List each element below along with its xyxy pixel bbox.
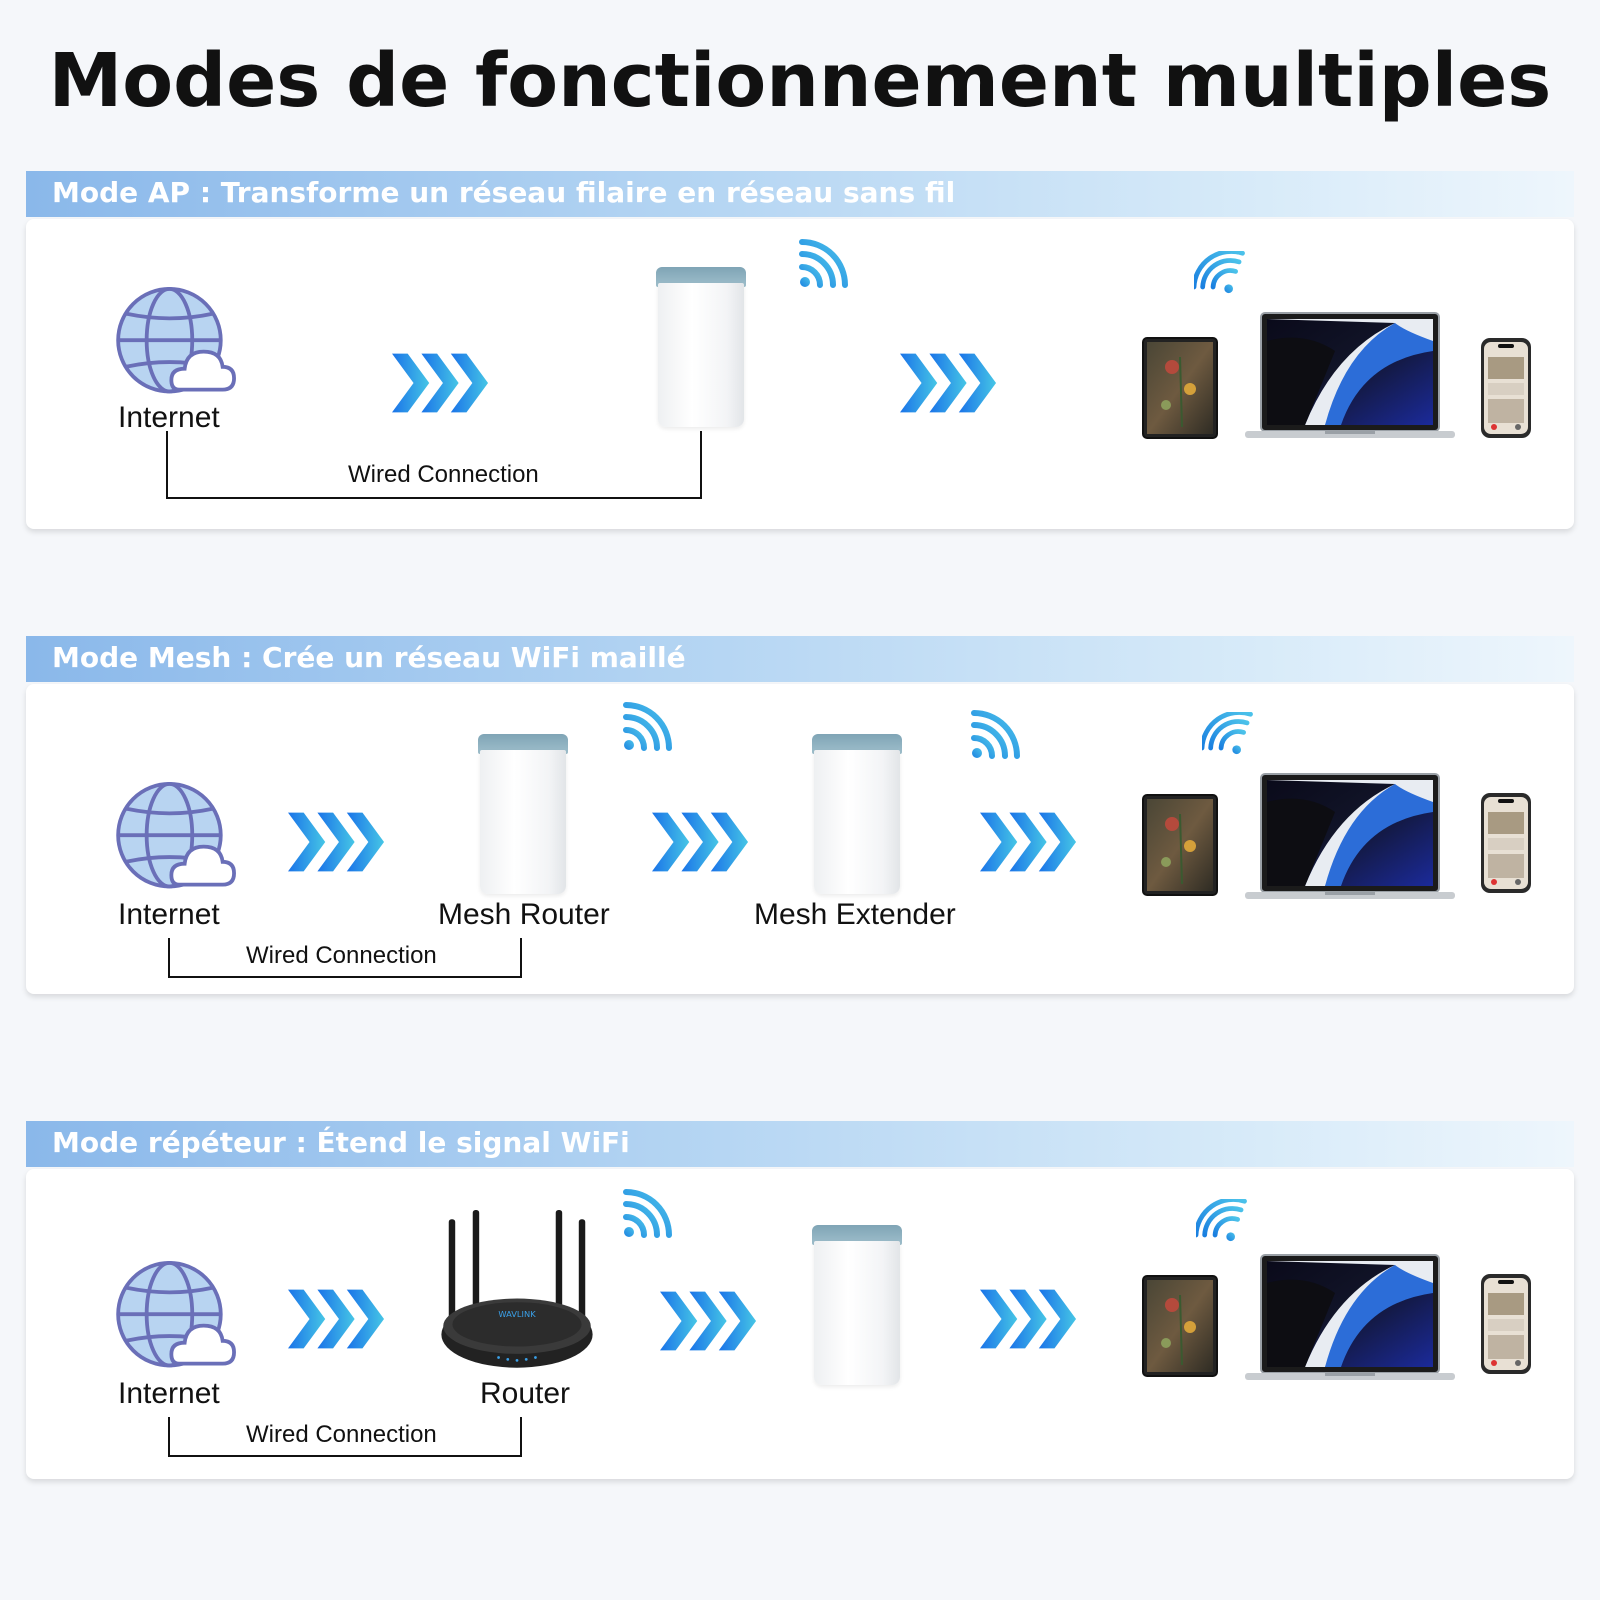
wifi-icon: [1196, 1199, 1248, 1245]
mesh-extender-icon: [812, 734, 902, 894]
chevron-arrows-icon: [900, 353, 998, 413]
tablet-icon: [1142, 794, 1218, 896]
mesh-router-label: Mesh Router: [438, 898, 610, 931]
wifi-signal-icon: [622, 702, 672, 752]
wifi-signal-icon: [798, 239, 848, 289]
section-banner: Mode Mesh : Crée un réseau WiFi maillé: [26, 636, 1574, 682]
phone-icon: [1480, 792, 1532, 894]
wired-connection-line: [168, 938, 522, 978]
internet-label: Internet: [118, 898, 220, 931]
wifi-signal-icon: [622, 1189, 672, 1239]
section-banner: Mode AP : Transforme un réseau filaire e…: [26, 171, 1574, 217]
wifi-icon: [1202, 712, 1254, 758]
phone-icon: [1480, 1273, 1532, 1375]
wired-connection-line: [166, 431, 702, 499]
chevron-arrows-icon: [980, 1289, 1078, 1349]
internet-label: Internet: [118, 1377, 220, 1410]
wifi-signal-icon: [970, 710, 1020, 760]
globe-cloud-icon: [116, 287, 240, 401]
mesh-extender-label: Mesh Extender: [754, 898, 956, 931]
laptop-icon: [1244, 311, 1456, 441]
section-repeater-mode: Mode répéteur : Étend le signal WiFi Int…: [0, 1121, 1600, 1481]
page-title: Modes de fonctionnement multiples: [48, 38, 1552, 124]
wired-connection-label: Wired Connection: [246, 942, 437, 969]
section-heading: Mode répéteur : Étend le signal WiFi: [52, 1126, 630, 1159]
chevron-arrows-icon: [288, 812, 386, 872]
wired-connection-label: Wired Connection: [246, 1421, 437, 1448]
diagram-card: Internet Mesh Router Mesh Extender Wired…: [26, 684, 1574, 994]
wifi-icon: [1194, 251, 1246, 297]
access-point-icon: [656, 267, 746, 427]
tablet-icon: [1142, 337, 1218, 439]
repeater-icon: [812, 1225, 902, 1385]
wired-connection-line: [168, 1417, 522, 1457]
globe-cloud-icon: [116, 782, 240, 896]
diagram-card: Internet Router Wired Connection: [26, 1169, 1574, 1479]
router-label: Router: [480, 1377, 571, 1410]
section-mesh-mode: Mode Mesh : Crée un réseau WiFi maillé I…: [0, 636, 1600, 996]
section-ap-mode: Mode AP : Transforme un réseau filaire e…: [0, 171, 1600, 531]
tablet-icon: [1142, 1275, 1218, 1377]
chevron-arrows-icon: [392, 353, 490, 413]
chevron-arrows-icon: [660, 1291, 758, 1351]
mesh-router-icon: [478, 734, 568, 894]
section-heading: Mode Mesh : Crée un réseau WiFi maillé: [52, 641, 686, 674]
chevron-arrows-icon: [288, 1289, 386, 1349]
section-banner: Mode répéteur : Étend le signal WiFi: [26, 1121, 1574, 1167]
section-heading: Mode AP : Transforme un réseau filaire e…: [52, 176, 956, 209]
diagram-card: Internet Wired Connection: [26, 219, 1574, 529]
router-icon: [434, 1209, 600, 1377]
wired-connection-label: Wired Connection: [348, 461, 539, 488]
globe-cloud-icon: [116, 1261, 240, 1375]
laptop-icon: [1244, 772, 1456, 902]
phone-icon: [1480, 337, 1532, 439]
laptop-icon: [1244, 1253, 1456, 1383]
internet-label: Internet: [118, 401, 220, 434]
chevron-arrows-icon: [652, 812, 750, 872]
chevron-arrows-icon: [980, 812, 1078, 872]
